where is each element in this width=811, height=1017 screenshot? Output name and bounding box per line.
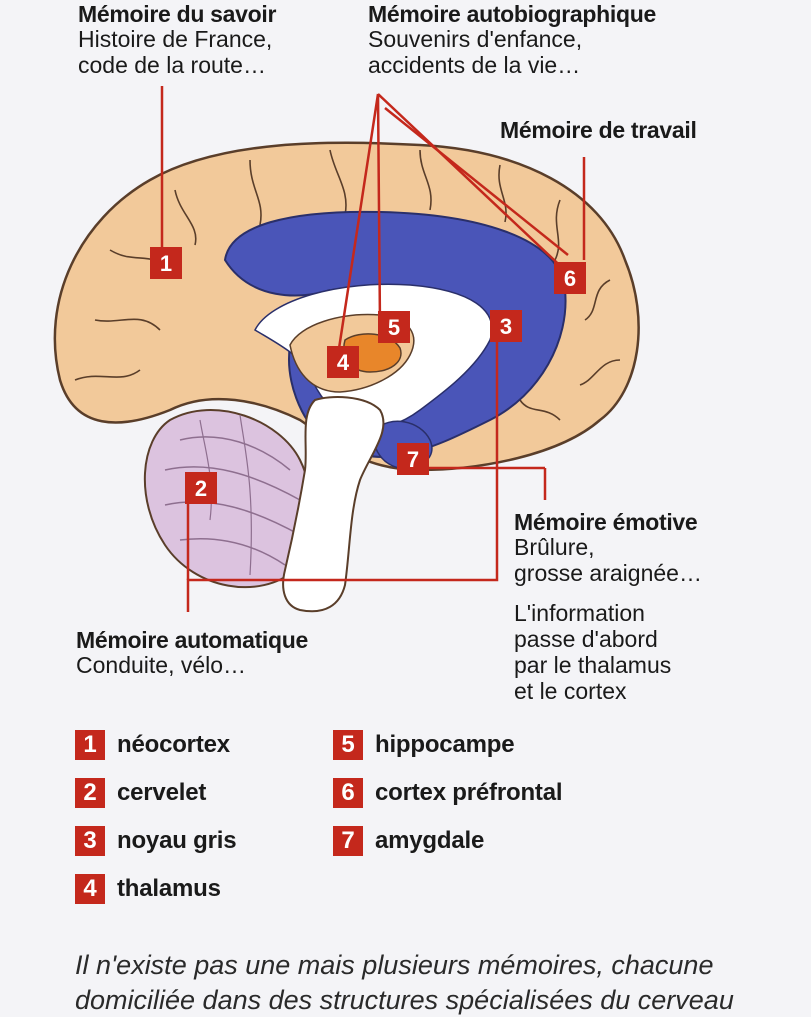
svg-text:3: 3 <box>500 314 512 339</box>
label-title: Mémoire émotive <box>514 509 698 535</box>
legend-text: noyau gris <box>117 827 237 854</box>
info-line: et le cortex <box>514 677 627 704</box>
legend-number: 6 <box>333 778 363 808</box>
legend-item-noyau-gris: 3 noyau gris <box>75 826 237 856</box>
marker-3: 3 <box>490 310 522 342</box>
label-title: Mémoire autobiographique <box>368 1 656 27</box>
svg-text:2: 2 <box>195 476 207 501</box>
legend-item-amygdale: 7 amygdale <box>333 826 484 856</box>
svg-text:1: 1 <box>160 251 172 276</box>
legend-text: hippocampe <box>375 731 515 758</box>
legend-text: cervelet <box>117 779 207 806</box>
label-memoire-travail: Mémoire de travail <box>500 117 697 143</box>
brain-diagram: 1 2 3 4 5 6 7 <box>53 86 640 613</box>
label-title: Mémoire de travail <box>500 117 697 143</box>
marker-5: 5 <box>378 311 410 343</box>
legend-number: 4 <box>75 874 105 904</box>
legend-item-cortex-prefrontal: 6 cortex préfrontal <box>333 778 563 808</box>
legend-number: 3 <box>75 826 105 856</box>
svg-text:7: 7 <box>407 447 419 472</box>
label-desc: Brûlure, <box>514 534 595 561</box>
info-line: passe d'abord <box>514 625 658 652</box>
legend-item-thalamus: 4 thalamus <box>75 874 221 904</box>
label-memoire-emotive: Mémoire émotive Brûlure, grosse araignée… <box>514 509 702 586</box>
info-line: L'information <box>514 600 645 626</box>
label-desc: Histoire de France, <box>78 26 273 53</box>
brainstem <box>282 396 385 613</box>
label-title: Mémoire du savoir <box>78 1 277 27</box>
legend-item-cervelet: 2 cervelet <box>75 778 206 808</box>
label-memoire-autobiographique: Mémoire autobiographique Souvenirs d'enf… <box>368 1 656 78</box>
marker-6: 6 <box>554 262 586 294</box>
label-memoire-savoir: Mémoire du savoir Histoire de France, co… <box>78 1 277 78</box>
legend-text: thalamus <box>117 875 221 902</box>
label-desc: code de la route… <box>78 51 266 78</box>
label-desc: grosse araignée… <box>514 559 702 586</box>
leader-lines <box>160 86 586 612</box>
label-desc: Souvenirs d'enfance, <box>368 26 583 53</box>
legend-item-neocortex: 1 néocortex <box>75 730 230 760</box>
legend-text: cortex préfrontal <box>375 779 563 806</box>
legend-number: 5 <box>333 730 363 760</box>
label-desc: Conduite, vélo… <box>76 652 247 679</box>
svg-text:5: 5 <box>388 315 400 340</box>
legend-number: 7 <box>333 826 363 856</box>
label-desc: accidents de la vie… <box>368 51 581 78</box>
legend-text: amygdale <box>375 827 485 854</box>
marker-4: 4 <box>327 346 359 378</box>
label-memoire-automatique: Mémoire automatique Conduite, vélo… <box>76 627 309 679</box>
marker-7: 7 <box>397 443 429 475</box>
marker-2: 2 <box>185 472 217 504</box>
info-note: L'information passe d'abord par le thala… <box>514 600 671 704</box>
svg-text:6: 6 <box>564 266 576 291</box>
caption-line: Il n'existe pas une mais plusieurs mémoi… <box>75 950 714 980</box>
caption-line: domiciliée dans des structures spécialis… <box>75 984 734 1015</box>
info-line: par le thalamus <box>514 651 672 678</box>
legend-number: 2 <box>75 778 105 808</box>
label-title: Mémoire automatique <box>76 627 309 653</box>
svg-text:4: 4 <box>337 350 350 375</box>
legend-text: néocortex <box>117 731 230 758</box>
legend-number: 1 <box>75 730 105 760</box>
legend: 1 néocortex 2 cervelet 3 noyau gris 4 th… <box>75 730 675 920</box>
legend-item-hippocampe: 5 hippocampe <box>333 730 515 760</box>
caption: Il n'existe pas une mais plusieurs mémoi… <box>75 948 775 1017</box>
marker-1: 1 <box>150 247 182 279</box>
